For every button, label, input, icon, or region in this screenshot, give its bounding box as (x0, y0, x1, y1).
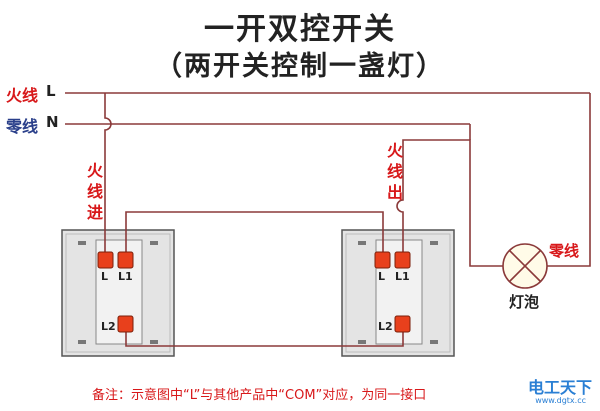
diagram-title: 一开双控开关 (204, 12, 396, 47)
fire-line-code: L (46, 82, 56, 100)
terminal-right-L2 (394, 315, 411, 333)
lamp-neutral-label: 零线 (549, 242, 580, 260)
wire-fire-out (396, 139, 503, 267)
lamp-label: 灯泡 (509, 293, 540, 311)
diagram-subtitle: （两开关控制一盏灯） (155, 51, 445, 82)
terminal-left-L (97, 251, 114, 269)
lamp (502, 243, 548, 289)
switch-left (61, 229, 175, 357)
neutral-line-code: N (46, 113, 59, 131)
watermark-logo: 电工天下 (527, 378, 592, 397)
terminal-left-L2 (117, 315, 134, 333)
terminal-label-right-L1: L1 (395, 270, 410, 283)
wire-traveler-L1 (125, 211, 384, 262)
wire-lamp-neutral (547, 93, 591, 267)
wire-traveler-L2 (125, 332, 404, 347)
terminal-right-L (374, 251, 391, 269)
wire-fire-in (104, 93, 112, 262)
footnote: 备注：示意图中“L”与其他产品中“COM”对应，为同一接口 (92, 388, 427, 403)
terminal-label-right-L: L (378, 270, 386, 283)
terminal-label-right-L2: L2 (378, 320, 393, 333)
terminal-label-left-L2: L2 (101, 320, 116, 333)
switch-right (341, 229, 455, 357)
wires (65, 92, 591, 347)
fire-in-label: 火线进 (86, 161, 103, 222)
terminal-right-L1 (394, 251, 411, 269)
terminal-left-L1 (117, 251, 134, 269)
fire-out-label: 火线出 (386, 141, 403, 202)
neutral-line-label: 零线 (6, 117, 39, 136)
terminal-label-left-L1: L1 (118, 270, 133, 283)
fire-line-label: 火线 (6, 86, 39, 105)
terminal-label-left-L: L (101, 270, 109, 283)
watermark-url: www.dgtx.cc (535, 396, 586, 405)
